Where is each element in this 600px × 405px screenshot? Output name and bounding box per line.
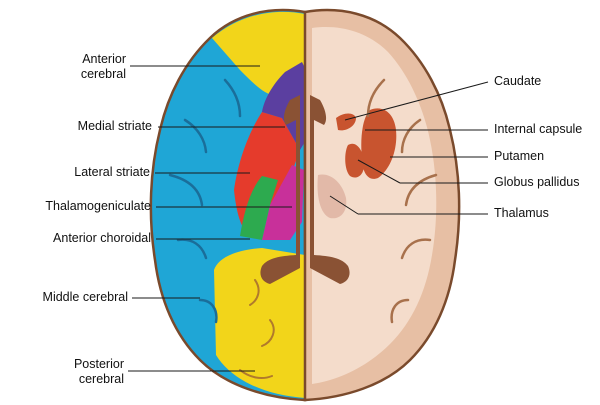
label-middle-cerebral: Middle cerebral [42,290,128,304]
right-ventricle [310,95,350,284]
label-caudate: Caudate [494,74,542,88]
label-anterior-choroidal: Anterior choroidal [53,231,151,245]
putamen [361,108,397,179]
label-anterior-cerebral-line2: cerebral [80,67,126,81]
label-thalamus: Thalamus [494,206,549,220]
label-anterior-cerebral: Anterior cerebral [81,52,126,82]
leader-globus-pallidus [357,159,401,184]
left-sulci [168,78,242,324]
label-posterior-cerebral-line1: Posterior [73,357,124,371]
label-globus-pallidus: Globus pallidus [494,175,580,189]
posterior-cerebral-territory [214,248,305,398]
leader-caudate [344,81,489,121]
leader-thalamus [329,195,359,215]
label-lateral-striate: Lateral striate [74,165,150,179]
thalamogeniculate-territory [262,165,304,240]
anterior-choroidal-territory [240,176,278,240]
label-posterior-cerebral-line2: cerebral [78,372,124,386]
thalamus [317,174,347,219]
posterior-sulci [239,279,275,379]
left-ventricle [260,95,300,284]
globus-pallidus [345,143,364,178]
label-anterior-cerebral-line1: Anterior [82,52,126,66]
left-hemisphere [149,8,307,402]
caudate-nucleus [336,113,356,131]
label-putamen: Putamen [494,149,545,163]
label-internal-capsule: Internal capsule [494,122,583,136]
leader-lines [128,65,489,372]
medial-striate-territory [262,62,306,150]
label-posterior-cerebral: Posterior cerebral [74,357,124,387]
right-sulci [366,78,438,324]
label-medial-striate: Medial striate [77,119,152,133]
anterior-cerebral-territory [212,11,305,95]
right-hemisphere [303,8,461,402]
label-thalamogeniculate: Thalamogeniculate [45,199,151,213]
